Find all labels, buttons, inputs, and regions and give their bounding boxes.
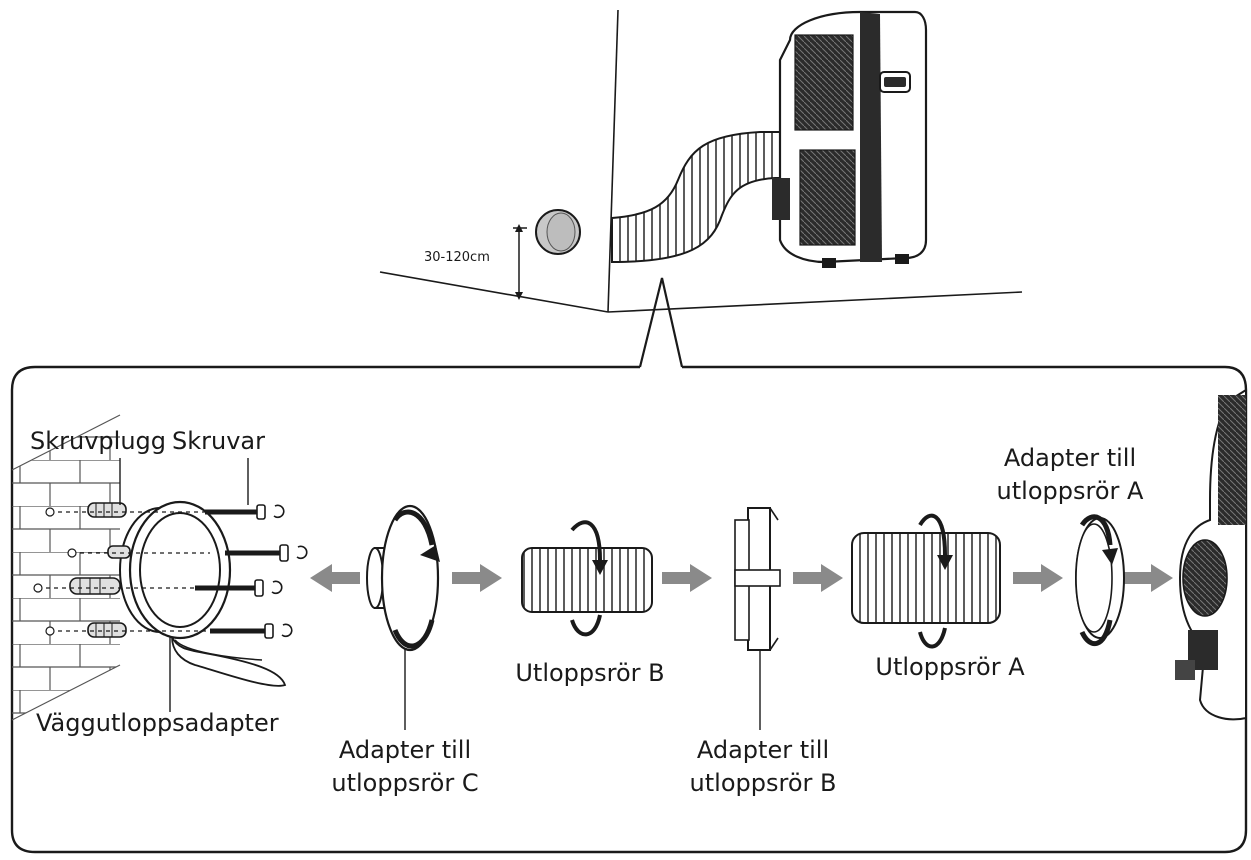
label-adapter-b-line2: utloppsrör B bbox=[689, 769, 837, 797]
ac-bottom-grille bbox=[799, 149, 856, 246]
screw-guide-lines bbox=[38, 511, 210, 632]
floor-right-line bbox=[607, 291, 1023, 313]
hose-b-part bbox=[521, 520, 653, 637]
flow-arrows bbox=[310, 564, 1173, 592]
label-skruvar: Skruvar bbox=[172, 427, 265, 455]
top-exhaust-hose bbox=[611, 131, 801, 264]
label-adapter-c-line1: Adapter till bbox=[338, 736, 472, 764]
label-vaggutloppsadapter: Väggutloppsadapter bbox=[36, 709, 279, 737]
height-label: 30-120cm bbox=[424, 250, 490, 265]
label-hose-b: Utloppsrör B bbox=[515, 659, 665, 687]
label-skruvplugg: Skruvplugg bbox=[30, 427, 166, 455]
room-scene bbox=[379, 9, 1023, 368]
wall-corner-line bbox=[607, 9, 619, 313]
arrow-right-4 bbox=[1013, 564, 1063, 592]
arrow-left bbox=[310, 564, 360, 592]
arrow-right-3 bbox=[793, 564, 843, 592]
ac-unit-back-partial bbox=[1175, 388, 1247, 721]
brick-wall bbox=[11, 414, 121, 721]
adapter-a-part bbox=[1075, 514, 1125, 646]
adapter-b-part bbox=[734, 507, 781, 651]
wall-holes bbox=[33, 507, 77, 636]
screw-plugs bbox=[69, 502, 131, 638]
callout-pointer bbox=[638, 277, 684, 368]
screws bbox=[195, 504, 308, 639]
label-adapter-b-line1: Adapter till bbox=[696, 736, 830, 764]
detail-frame bbox=[10, 365, 1248, 854]
wall-outlet-adapter bbox=[119, 500, 287, 687]
portable-ac-unit bbox=[772, 10, 928, 268]
label-adapter-c-line2: utloppsrör C bbox=[331, 769, 479, 797]
ac-top-grille bbox=[794, 34, 854, 131]
floor-left-line bbox=[379, 271, 609, 313]
leader-lines bbox=[119, 458, 761, 730]
hose-a-part bbox=[851, 513, 1001, 649]
label-adapter-a-line2: utloppsrör A bbox=[996, 477, 1144, 505]
arrow-right-5 bbox=[1123, 564, 1173, 592]
arrow-right-2 bbox=[662, 564, 712, 592]
arrow-right-1 bbox=[452, 564, 502, 592]
adapter-c-part bbox=[366, 504, 440, 652]
label-adapter-a-line1: Adapter till bbox=[1003, 444, 1137, 472]
height-dimension bbox=[513, 224, 527, 300]
label-hose-a: Utloppsrör A bbox=[875, 653, 1025, 681]
